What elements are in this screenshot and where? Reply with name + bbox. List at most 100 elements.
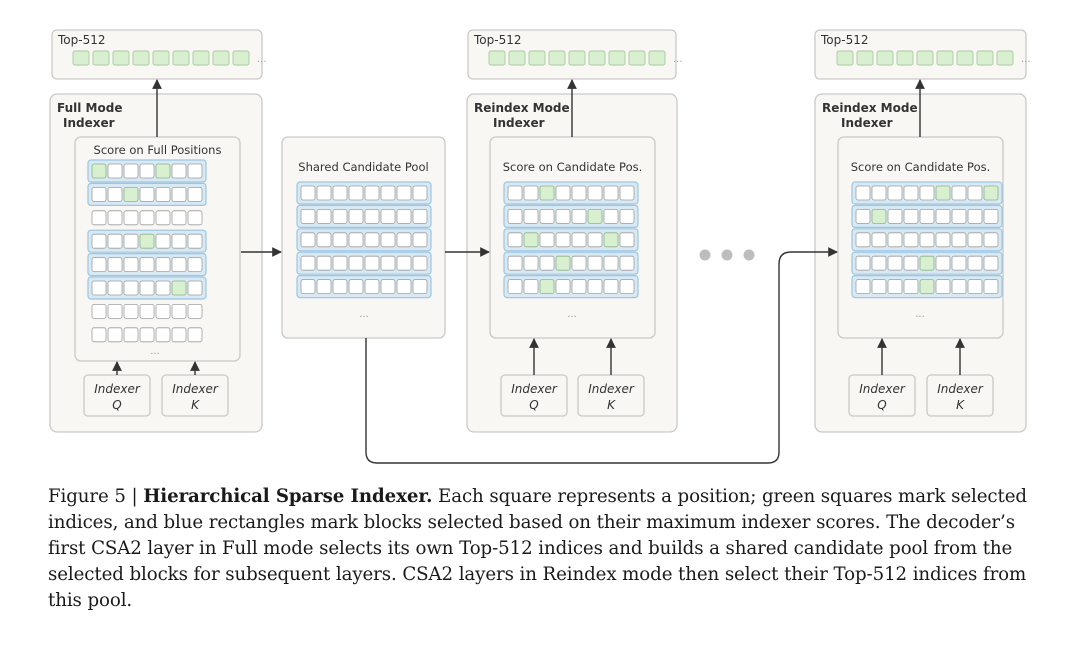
position-cell xyxy=(123,163,139,179)
top512-cell xyxy=(72,50,90,66)
position-cell xyxy=(539,255,555,271)
position-cell xyxy=(587,232,603,248)
position-cell xyxy=(603,279,619,295)
selected-position-cell xyxy=(539,185,555,201)
top512-box-reindex-2: Top-512 ... xyxy=(814,29,1031,80)
selected-position-cell xyxy=(523,232,539,248)
position-cell xyxy=(619,208,635,224)
pool-grid xyxy=(296,181,432,299)
top512-label: Top-512 xyxy=(57,33,105,47)
selected-position-cell xyxy=(171,280,187,296)
position-cell xyxy=(187,303,203,319)
top512-cell xyxy=(212,50,230,66)
flow-arrows xyxy=(112,79,965,464)
position-cell xyxy=(951,279,967,295)
position-cell xyxy=(855,208,871,224)
position-cell xyxy=(983,232,999,248)
position-cell xyxy=(380,232,396,248)
position-cell xyxy=(396,208,412,224)
position-cell xyxy=(412,279,428,295)
selected-position-cell xyxy=(155,163,171,179)
position-cell xyxy=(187,280,203,296)
caption-prefix: Figure 5 | xyxy=(48,486,144,507)
position-cell xyxy=(187,327,203,343)
reindex-2-k-label-2: K xyxy=(956,398,965,412)
position-cell xyxy=(887,279,903,295)
selected-position-cell xyxy=(123,186,139,202)
top512-cell xyxy=(232,50,250,66)
top512-cell xyxy=(568,50,586,66)
selected-position-cell xyxy=(603,232,619,248)
selected-position-cell xyxy=(139,233,155,249)
top512-cell xyxy=(996,50,1014,66)
top512-cell xyxy=(528,50,546,66)
reindex-1-k-label-2: K xyxy=(607,398,616,412)
position-cell xyxy=(300,255,316,271)
position-cell xyxy=(155,327,171,343)
selected-position-cell xyxy=(919,279,935,295)
position-cell xyxy=(123,210,139,226)
position-cell xyxy=(983,279,999,295)
position-cell xyxy=(507,232,523,248)
position-cell xyxy=(967,232,983,248)
position-cell xyxy=(91,257,107,273)
position-cell xyxy=(967,185,983,201)
position-cell xyxy=(364,208,380,224)
position-cell xyxy=(507,185,523,201)
full-grid xyxy=(87,159,207,343)
position-cell xyxy=(348,255,364,271)
position-cell xyxy=(316,185,332,201)
full-indexer-q-label-1: Indexer xyxy=(94,382,141,396)
position-cell xyxy=(555,185,571,201)
position-cell xyxy=(300,232,316,248)
top512-cell xyxy=(976,50,994,66)
position-cell xyxy=(951,208,967,224)
reindex-1-q-label-2: Q xyxy=(529,398,538,412)
reindex-1-title-1: Reindex Mode xyxy=(474,101,570,115)
position-grids xyxy=(87,159,1003,343)
reindex-1-grid xyxy=(503,181,639,299)
position-cell xyxy=(935,255,951,271)
position-cell xyxy=(155,233,171,249)
position-cell xyxy=(412,208,428,224)
selected-position-cell xyxy=(919,255,935,271)
position-cell xyxy=(348,232,364,248)
continuation-dots xyxy=(699,249,755,261)
position-cell xyxy=(555,279,571,295)
reindex-2-k-label-1: Indexer xyxy=(937,382,984,396)
position-cell xyxy=(139,210,155,226)
position-cell xyxy=(967,279,983,295)
position-cell xyxy=(348,185,364,201)
position-cell xyxy=(619,279,635,295)
position-cell xyxy=(855,255,871,271)
full-indexer-title-2: Indexer xyxy=(63,116,115,130)
position-cell xyxy=(91,303,107,319)
top512-label: Top-512 xyxy=(473,33,521,47)
position-cell xyxy=(380,185,396,201)
position-cell xyxy=(139,186,155,202)
position-cell xyxy=(300,185,316,201)
position-cell xyxy=(171,210,187,226)
reindex-2-q-label-1: Indexer xyxy=(859,382,906,396)
position-cell xyxy=(619,255,635,271)
position-cell xyxy=(107,233,123,249)
position-cell xyxy=(871,185,887,201)
position-cell xyxy=(903,232,919,248)
selected-position-cell xyxy=(871,208,887,224)
top512-ellipsis: ... xyxy=(673,54,683,65)
position-cell xyxy=(91,280,107,296)
selected-position-cell xyxy=(91,163,107,179)
position-cell xyxy=(107,257,123,273)
continuation-dot xyxy=(743,249,755,261)
selected-position-cell xyxy=(539,279,555,295)
position-cell xyxy=(571,208,587,224)
position-cell xyxy=(855,279,871,295)
position-cell xyxy=(332,279,348,295)
top512-cell xyxy=(956,50,974,66)
position-cell xyxy=(300,208,316,224)
top512-cell xyxy=(172,50,190,66)
top512-cell xyxy=(916,50,934,66)
position-cell xyxy=(571,255,587,271)
position-cell xyxy=(555,208,571,224)
reindex-2-grid xyxy=(851,181,1003,299)
